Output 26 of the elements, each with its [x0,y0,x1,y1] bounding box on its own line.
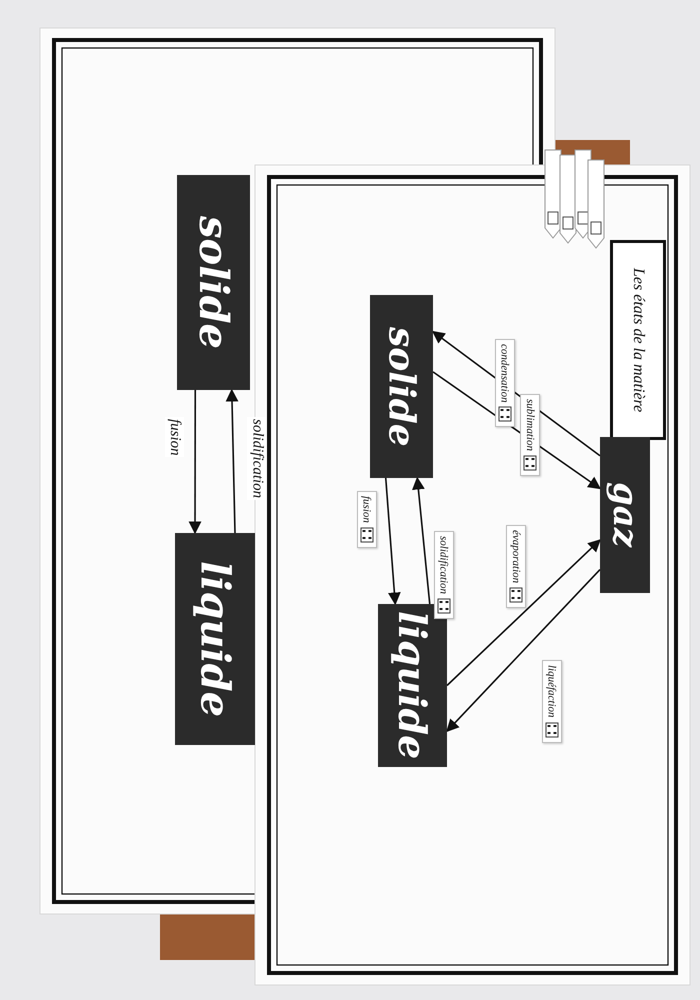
state-name: solide [190,216,237,349]
edge-label: solidification [438,536,450,594]
state-name: liquide [192,560,238,718]
state-name: solide [380,326,422,446]
state-label-box [378,604,447,767]
state-label-box [177,175,250,390]
state-name: liquide [390,611,435,760]
arrow [188,390,202,534]
arrow [384,478,401,606]
arrow [226,388,238,534]
edge-label: évaporation [510,530,522,584]
state-label-box [175,533,255,745]
state-name: gaz [605,482,645,548]
arrow [446,539,601,686]
edge-label: sublimation [524,399,536,452]
title-box [610,240,666,440]
edge-label: solidification [247,416,266,500]
arrow [446,569,601,732]
state-label-box [370,295,433,478]
edge-label: liquéfaction [546,665,558,718]
title: Les états de la matière [629,268,647,412]
edge-label: fusion [360,496,372,523]
edge-label: fusion [165,416,184,458]
state-label-box [600,437,650,593]
arrow [412,476,431,604]
edge-label: condensation [498,344,510,402]
